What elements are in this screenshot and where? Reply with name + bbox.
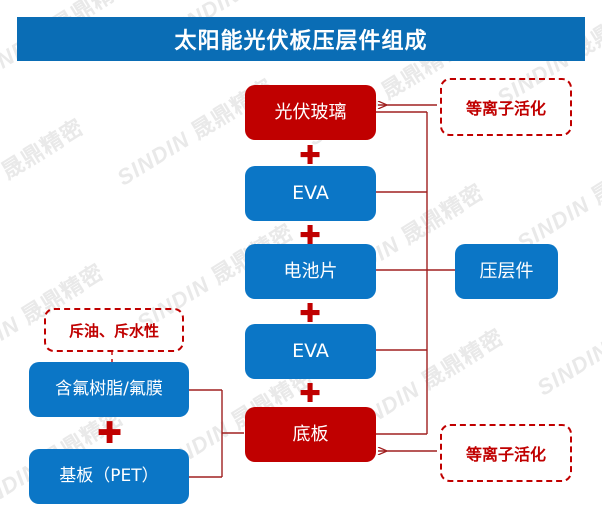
layer-box-solar-cell[interactable]: 电池片 [245,244,376,299]
stack-bracket [376,111,428,435]
backsheet-bracket [189,389,244,478]
layer-label: EVA [292,182,329,205]
watermark-en: SINDIN [112,126,195,191]
backsheet-label: 基板（PET） [59,466,159,487]
layer-label: EVA [292,340,329,363]
plus-separator-3: ✚ [299,299,321,329]
watermark-en: SINDIN [532,336,602,401]
layer-box-eva-bottom[interactable]: EVA [245,324,376,379]
plus-separator-backsheet: ✚ [97,416,123,451]
layer-box-backsheet[interactable]: 底板 [245,407,376,462]
watermark-en: SINDIN [0,166,5,231]
layer-label: 电池片 [283,260,338,282]
plus-separator-1: ✚ [299,141,321,171]
watermark-tile: SINDIN 晟鼎精密 [510,135,602,257]
watermark-tile: SINDIN 晟鼎精密 [0,110,89,232]
backsheet-box-pet-substrate[interactable]: 基板（PET） [29,449,189,504]
plus-separator-4: ✚ [299,379,321,409]
watermark-cn: 晟鼎精密 [417,324,509,395]
page-title-bar: 太阳能光伏板压层件组成 [17,17,585,61]
watermark-cn: 晟鼎精密 [0,114,89,185]
watermark-cn: 晟鼎精密 [587,139,602,210]
page-title: 太阳能光伏板压层件组成 [174,29,428,54]
layer-box-photovoltaic-glass[interactable]: 光伏玻璃 [245,85,376,140]
callout-label: 斥油、斥水性 [68,321,159,340]
callout-oil-water-repellent[interactable]: 斥油、斥水性 [44,308,184,352]
plus-separator-2: ✚ [299,221,321,251]
watermark-cn: 晟鼎精密 [397,179,489,250]
backsheet-box-fluoropolymer[interactable]: 含氟树脂/氟膜 [29,362,189,417]
watermark-en: SINDIN [353,0,435,5]
backsheet-label: 含氟树脂/氟膜 [55,379,163,400]
watermark-en: SINDIN [0,311,25,376]
watermark-tile: SINDIN 晟鼎精密 [350,0,519,7]
callout-label: 等离子活化 [465,99,546,118]
layer-label: 光伏玻璃 [274,101,347,123]
layer-label: 底板 [292,423,329,445]
callout-plasma-activation-bottom[interactable]: 等离子活化 [440,424,572,482]
layer-box-eva-top[interactable]: EVA [245,166,376,221]
callout-plasma-activation-top[interactable]: 等离子活化 [440,78,572,136]
callout-label: 等离子活化 [465,445,546,464]
group-label: 压层件 [479,260,534,282]
group-label-box-laminate[interactable]: 压层件 [455,244,558,299]
